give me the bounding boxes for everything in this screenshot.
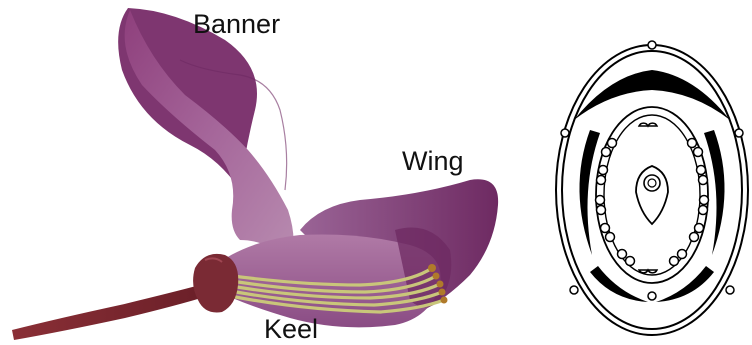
diagram-wing-left — [579, 130, 600, 255]
banner-label: Banner — [193, 11, 280, 38]
wing-label: Wing — [402, 148, 464, 175]
diagram-keel-right — [656, 266, 714, 302]
keel-label: Keel — [264, 316, 318, 343]
diagram-wing-right — [704, 130, 725, 255]
diagram-banner-petal — [574, 70, 730, 120]
